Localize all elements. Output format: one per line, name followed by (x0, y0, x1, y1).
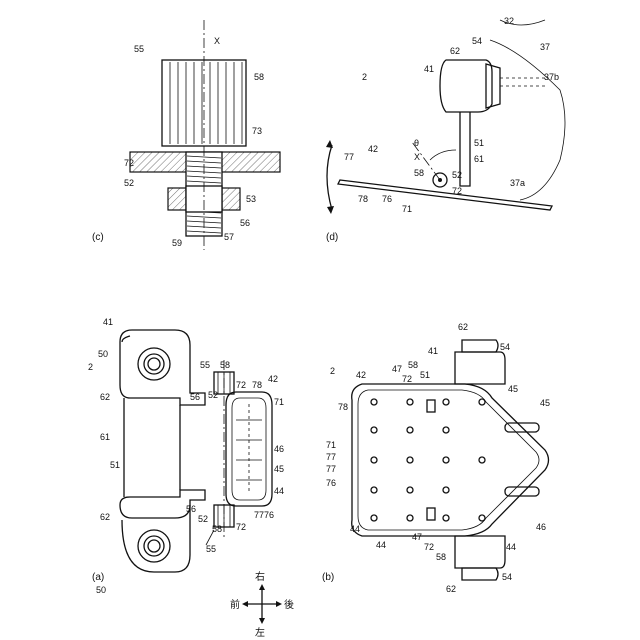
direction-left: 左 (255, 626, 265, 639)
ref-d-76: 76 (382, 194, 392, 204)
ref-c-53: 53 (246, 194, 256, 204)
ref-d-62: 62 (450, 46, 460, 56)
ref-d-32: 32 (504, 16, 514, 26)
label-b: (b) (322, 572, 334, 583)
ref-b-76: 76 (326, 478, 336, 488)
label-c: (c) (92, 232, 104, 243)
ref-a-50-upper: 50 (98, 349, 108, 359)
ref-d-theta: θ (414, 138, 419, 148)
ref-a-44: 44 (274, 486, 284, 496)
ref-d-77: 77 (344, 152, 354, 162)
ref-a-78: 78 (252, 380, 262, 390)
ref-b-72-lower: 72 (424, 542, 434, 552)
ref-c-52: 52 (124, 178, 134, 188)
ref-b-45-a: 45 (508, 384, 518, 394)
stud-47-lower (427, 508, 435, 520)
ref-a-55-lower: 55 (206, 544, 216, 554)
label-a: (a) (92, 572, 104, 583)
ref-a-58-lower: 58 (212, 524, 222, 534)
ref-b-62-upper: 62 (458, 322, 468, 332)
ref-b-2: 2 (330, 366, 335, 376)
ref-d-51: 51 (474, 138, 484, 148)
ref-a-50-lower: 50 (96, 585, 106, 595)
ref-d-37b: 37b (544, 72, 559, 82)
ref-a-45: 45 (274, 464, 284, 474)
ref-a-62-upper: 62 (100, 392, 110, 402)
ref-c-72: 72 (124, 158, 134, 168)
ref-a-56-lower: 56 (186, 504, 196, 514)
ref-b-44-a: 44 (350, 524, 360, 534)
ref-b-77: 77 (326, 452, 336, 462)
ref-b-58-upper: 58 (408, 360, 418, 370)
ref-a-58-upper: 58 (220, 360, 230, 370)
label-d: (d) (326, 232, 338, 243)
ref-d-71: 71 (402, 204, 412, 214)
stud-47-upper (427, 400, 435, 412)
ref-d-72: 72 (452, 186, 462, 196)
ref-b-47-upper: 47 (392, 364, 402, 374)
direction-right: 右 (255, 570, 265, 583)
ref-a-2: 2 (88, 362, 93, 372)
ref-a-46: 46 (274, 444, 284, 454)
ref-b-58-lower: 58 (436, 552, 446, 562)
ref-a-52-upper: 52 (208, 390, 218, 400)
ref-d-x: X (414, 152, 420, 162)
ref-a-76: 76 (264, 510, 274, 520)
ref-b-77-b: 77 (326, 464, 336, 474)
ref-b-51: 51 (420, 370, 430, 380)
ref-b-54-upper: 54 (500, 342, 510, 352)
ref-a-52-lower: 52 (198, 514, 208, 524)
ref-a-42: 42 (268, 374, 278, 384)
ref-d-2: 2 (362, 72, 367, 82)
ref-d-52: 52 (452, 170, 462, 180)
ref-c-59: 59 (172, 238, 182, 248)
ref-b-78: 78 (338, 402, 348, 412)
ref-c-x: X (214, 36, 220, 46)
ref-b-62-lower: 62 (446, 584, 456, 594)
ref-b-41: 41 (428, 346, 438, 356)
ref-d-58: 58 (414, 168, 424, 178)
ref-d-78: 78 (358, 194, 368, 204)
ref-b-72-upper: 72 (402, 374, 412, 384)
ref-c-57: 57 (224, 232, 234, 242)
ref-b-44-b: 44 (376, 540, 386, 550)
ref-a-72-lower: 72 (236, 522, 246, 532)
ref-c-55: 55 (134, 44, 144, 54)
direction-front: 前 (230, 598, 240, 611)
ref-a-71: 71 (274, 397, 284, 407)
ref-d-37: 37 (540, 42, 550, 52)
direction-rear: 後 (284, 598, 294, 611)
ref-b-44-c: 44 (506, 542, 516, 552)
ref-a-51: 51 (110, 460, 120, 470)
ref-a-61: 61 (100, 432, 110, 442)
ref-b-45-b: 45 (540, 398, 550, 408)
ref-c-73: 73 (252, 126, 262, 136)
ref-a-55-upper: 55 (200, 360, 210, 370)
ref-a-56-upper: 56 (190, 392, 200, 402)
ref-b-47-lower: 47 (412, 532, 422, 542)
ref-a-77: 77 (254, 510, 264, 520)
ref-b-71: 71 (326, 440, 336, 450)
ref-c-58: 58 (254, 72, 264, 82)
ref-d-41: 41 (424, 64, 434, 74)
ref-b-42: 42 (356, 370, 366, 380)
ref-d-61: 61 (474, 154, 484, 164)
ref-d-37a: 37a (510, 178, 525, 188)
ref-a-62-lower: 62 (100, 512, 110, 522)
ref-a-41: 41 (103, 317, 113, 327)
ref-d-54: 54 (472, 36, 482, 46)
ref-b-54-lower: 54 (502, 572, 512, 582)
ref-a-72-upper: 72 (236, 380, 246, 390)
ref-d-42: 42 (368, 144, 378, 154)
ref-c-56: 56 (240, 218, 250, 228)
ref-b-46: 46 (536, 522, 546, 532)
